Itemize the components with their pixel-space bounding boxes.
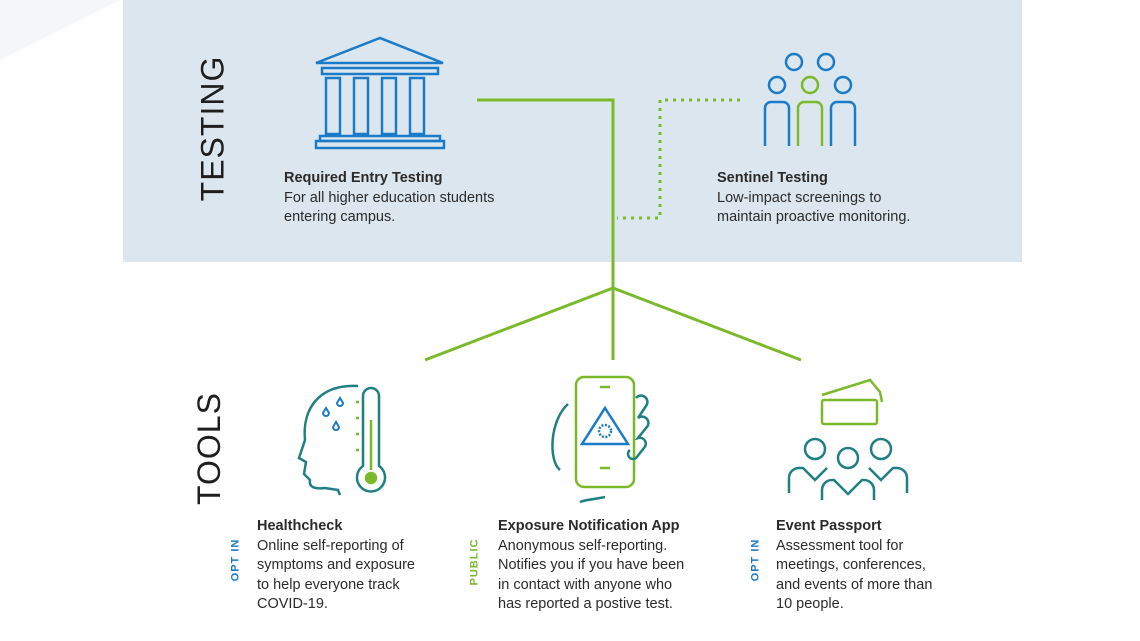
item-desc-line: maintain proactive monitoring. bbox=[717, 209, 911, 225]
item-desc-line: Anonymous self-reporting. bbox=[498, 537, 668, 554]
item-desc-line: in contact with anyone who bbox=[498, 576, 673, 593]
item-desc-line: COVID-19. bbox=[257, 596, 328, 612]
item-title: Event Passport bbox=[776, 518, 882, 534]
item-desc-line: 10 people. bbox=[776, 596, 844, 612]
corner-decoration bbox=[0, 0, 120, 60]
item-desc-line: symptoms and exposure bbox=[257, 557, 415, 573]
item-title: Sentinel Testing bbox=[717, 170, 828, 186]
item-desc-line: For all higher education students bbox=[284, 189, 495, 206]
item-desc-line: Online self-reporting of bbox=[257, 537, 404, 554]
tag-opt-in: OPT IN bbox=[229, 538, 242, 582]
item-desc-line: has reported a postive test. bbox=[498, 596, 673, 612]
item-desc-line: Low-impact screenings to bbox=[717, 189, 882, 206]
item-desc-line: Assessment tool for bbox=[776, 537, 904, 554]
phone-alert-icon bbox=[551, 375, 650, 504]
event-passport: Event Passport Assessment tool for meeti… bbox=[776, 517, 932, 615]
item-title: Exposure Notification App bbox=[498, 518, 680, 534]
sentinel-testing: Sentinel Testing Low-impact screenings t… bbox=[717, 169, 910, 228]
item-title: Required Entry Testing bbox=[284, 170, 443, 186]
item-title: Healthcheck bbox=[257, 518, 343, 534]
exposure-notification-app: Exposure Notification App Anonymous self… bbox=[498, 517, 684, 615]
building-icon bbox=[314, 36, 446, 150]
item-desc-line: entering campus. bbox=[284, 209, 396, 225]
people-icon bbox=[763, 52, 857, 146]
item-desc-line: meetings, conferences, bbox=[776, 557, 926, 573]
section-label-tools: TOOLS bbox=[190, 392, 227, 505]
item-desc-line: Notifies you if you have been bbox=[498, 557, 685, 573]
section-label-testing: TESTING bbox=[194, 55, 231, 202]
healthcheck: Healthcheck Online self-reporting of sym… bbox=[257, 517, 415, 615]
required-entry-testing: Required Entry Testing For all higher ed… bbox=[284, 169, 494, 228]
connector-solid bbox=[424, 98, 802, 362]
tag-opt-in: OPT IN bbox=[749, 538, 762, 582]
testing-panel bbox=[123, 0, 1022, 262]
item-desc-line: to help everyone track bbox=[257, 576, 400, 593]
connector-dotted bbox=[617, 98, 740, 220]
tag-public: PUBLIC bbox=[468, 538, 481, 586]
head-thermometer-icon bbox=[297, 384, 387, 496]
item-desc-line: and events of more than bbox=[776, 576, 933, 593]
tickets-group-icon bbox=[787, 378, 909, 500]
